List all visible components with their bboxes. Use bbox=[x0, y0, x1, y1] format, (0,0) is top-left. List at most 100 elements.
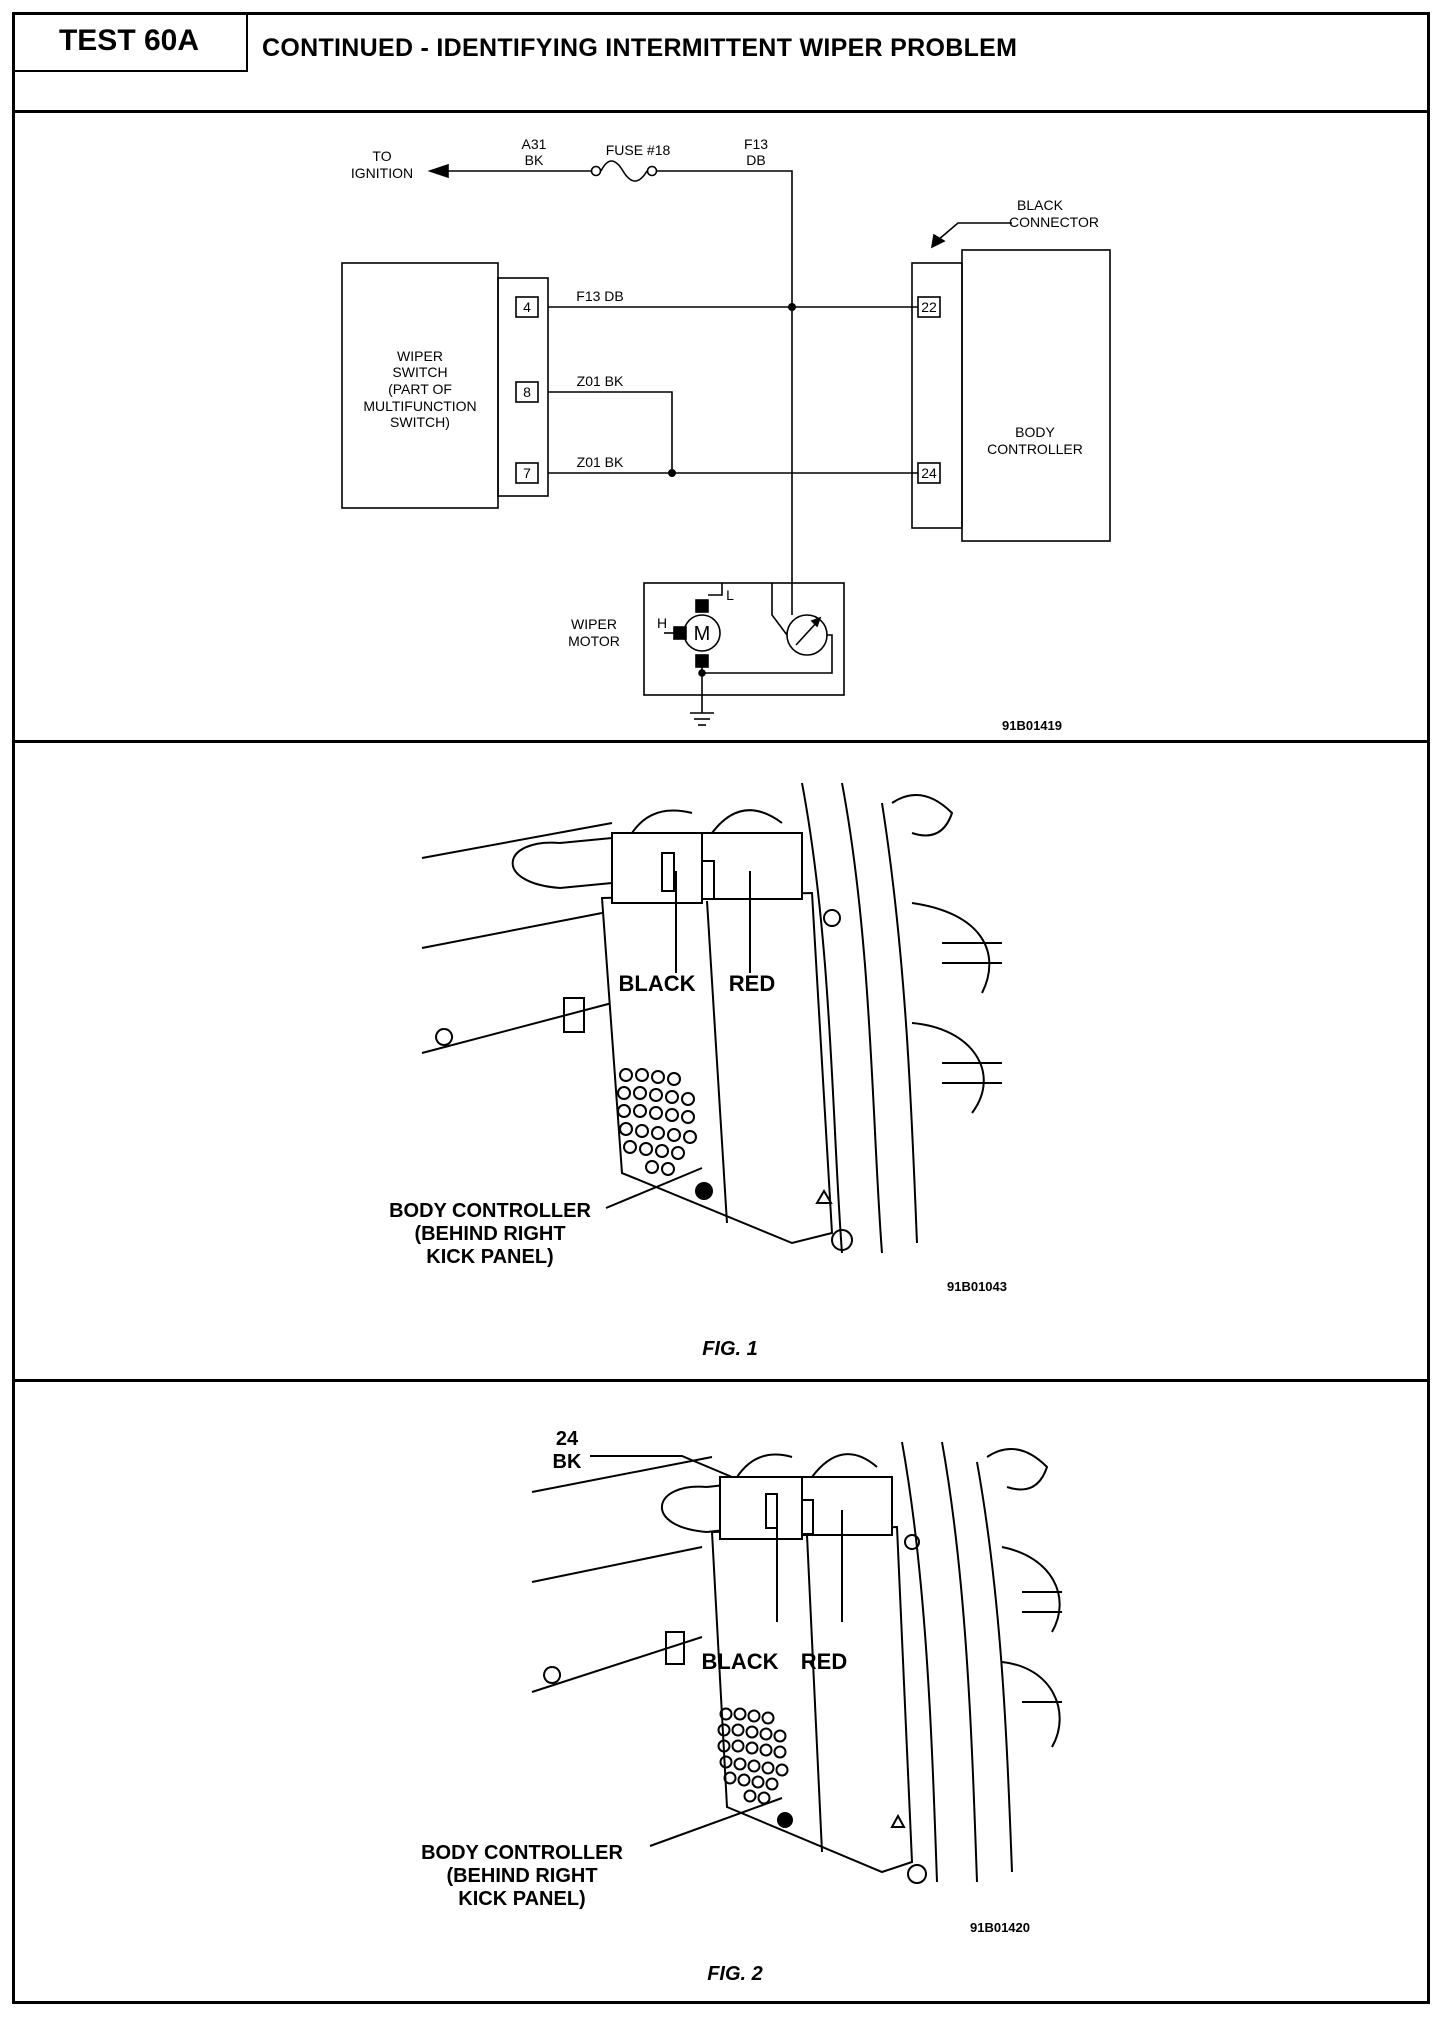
fig2-wire-color: BK bbox=[553, 1451, 582, 1473]
black-connector-latch bbox=[661, 852, 675, 892]
page-frame bbox=[12, 12, 1430, 2004]
pillar-harness bbox=[901, 1441, 1013, 1883]
motor-l-label: L bbox=[726, 587, 734, 603]
page-title: CONTINUED - IDENTIFYING INTERMITTENT WIP… bbox=[262, 34, 1018, 62]
black-connector-leader bbox=[937, 222, 1012, 241]
housing-arrow-mark bbox=[890, 1813, 906, 1828]
park-switch-loop bbox=[771, 583, 788, 636]
fig1-caption: FIG. 1 bbox=[702, 1338, 758, 1360]
wire-24-bk-leader bbox=[590, 1455, 733, 1478]
motor-symbol-label: M bbox=[694, 623, 711, 645]
wiper-motor-label-2: MOTOR bbox=[568, 633, 620, 649]
fuse-terminal-right bbox=[646, 165, 658, 177]
switch-pin-4: 4 bbox=[523, 299, 531, 315]
switch-pin-4-box bbox=[515, 296, 539, 318]
black-connector-shape bbox=[719, 1476, 803, 1540]
kick-panel-curves bbox=[1001, 1546, 1061, 1748]
body-controller-connector bbox=[911, 262, 963, 529]
kick-panel-ribs bbox=[942, 942, 1002, 1084]
divider-header bbox=[12, 110, 1430, 113]
motor-brush-ground bbox=[695, 654, 709, 668]
controller-pin-24: 24 bbox=[921, 465, 937, 481]
divider-schematic bbox=[12, 740, 1430, 743]
park-switch-contact bbox=[795, 620, 819, 646]
fig2-panel: 24 BK BLACK RED BODY CONTROLLER (BEHIND … bbox=[12, 1382, 1430, 2000]
fig1-black-label: BLACK bbox=[619, 971, 696, 996]
red-connector-latch bbox=[701, 860, 715, 900]
wiring-schematic: TO IGNITION A31 BK FUSE #18 F13 DB BLACK… bbox=[341, 136, 1111, 733]
divider-fig1 bbox=[12, 1379, 1430, 1382]
switch-pin-7-box bbox=[515, 462, 539, 484]
body-controller-housing bbox=[710, 1525, 914, 1874]
fig1-callout-3: KICK PANEL) bbox=[426, 1246, 553, 1268]
switch-pin-8-box bbox=[515, 381, 539, 403]
duct-end bbox=[660, 1485, 708, 1533]
wiper-switch-label-4: MULTIFUNCTION bbox=[363, 398, 476, 414]
kick-panel-ribs bbox=[1022, 1591, 1062, 1703]
controller-dot-marker bbox=[695, 1182, 713, 1200]
wiper-switch-label-1: WIPER bbox=[397, 348, 443, 364]
splice-f13 bbox=[787, 303, 796, 312]
switch-pin-7: 7 bbox=[523, 465, 531, 481]
fig1-red-label: RED bbox=[729, 971, 775, 996]
duct-body bbox=[559, 837, 613, 889]
housing-seam bbox=[706, 900, 728, 1224]
harness-clip bbox=[891, 794, 954, 837]
kick-panel-curves bbox=[911, 902, 991, 1114]
harness-clip bbox=[986, 1448, 1049, 1491]
wire-f13-vertical bbox=[657, 170, 793, 583]
wire-f13-top-label: F13 bbox=[744, 136, 768, 152]
dash-grommet bbox=[435, 1028, 453, 1046]
wire-f13-top-color: DB bbox=[746, 152, 765, 168]
fig2-black-label: BLACK bbox=[702, 1649, 779, 1674]
red-connector-shape bbox=[801, 1476, 893, 1536]
mount-bolt-bottom bbox=[907, 1864, 927, 1884]
body-controller-label-2: CONTROLLER bbox=[987, 441, 1083, 457]
black-connector-label-1: BLACK bbox=[1017, 197, 1064, 213]
fig2-callout-1: BODY CONTROLLER bbox=[421, 1842, 623, 1864]
fig1-callout-2: (BEHIND RIGHT bbox=[414, 1223, 565, 1245]
schematic-ref: 91B01419 bbox=[1002, 718, 1062, 733]
fig2-illustration: 24 BK BLACK RED BODY CONTROLLER (BEHIND … bbox=[421, 1428, 1062, 1985]
fuse-label: FUSE #18 bbox=[606, 142, 671, 158]
black-connector-label-2: CONNECTOR bbox=[1009, 214, 1099, 230]
body-controller-leader bbox=[605, 1167, 703, 1209]
fig2-red-label: RED bbox=[801, 1649, 847, 1674]
fig1-callout-1: BODY CONTROLLER bbox=[389, 1200, 591, 1222]
controller-dot-marker bbox=[777, 1812, 793, 1828]
connector-wires bbox=[631, 809, 783, 834]
black-connector-arrow bbox=[930, 233, 946, 249]
wiring-schematic-panel: TO IGNITION A31 BK FUSE #18 F13 DB BLACK… bbox=[12, 113, 1430, 740]
fig2-ref: 91B01420 bbox=[970, 1920, 1030, 1935]
wiper-motor-label-1: WIPER bbox=[571, 616, 617, 632]
mount-bolt-bottom bbox=[831, 1229, 853, 1251]
wiper-motor-box bbox=[643, 582, 845, 696]
wire-a31-color: BK bbox=[525, 152, 544, 168]
mount-bolt-top bbox=[823, 909, 841, 927]
controller-pin-22: 22 bbox=[921, 299, 937, 315]
park-switch-circle bbox=[786, 614, 828, 656]
switch-pin-8: 8 bbox=[523, 384, 531, 400]
body-controller-leader bbox=[649, 1797, 783, 1847]
motor-l-lead bbox=[708, 583, 723, 596]
fig2-callout-3: KICK PANEL) bbox=[458, 1888, 585, 1910]
dash-lines bbox=[531, 1456, 713, 1693]
wire-f13-label: F13 DB bbox=[576, 288, 623, 304]
body-controller-box bbox=[961, 249, 1111, 542]
housing-seam bbox=[806, 1534, 823, 1853]
motor-brush-h bbox=[673, 626, 687, 640]
fig2-caption: FIG. 2 bbox=[707, 1963, 763, 1985]
wiper-switch-label-5: SWITCH) bbox=[390, 414, 450, 430]
dash-lines bbox=[421, 822, 613, 1054]
to-ignition-label-2: IGNITION bbox=[351, 165, 413, 181]
dash-bracket bbox=[563, 997, 585, 1033]
red-connector-latch bbox=[801, 1499, 814, 1535]
wiper-switch-label-3: (PART OF bbox=[388, 381, 452, 397]
dash-bracket bbox=[665, 1631, 685, 1665]
wire-a31-label: A31 bbox=[522, 136, 547, 152]
fig1-illustration: BLACK RED BODY CONTROLLER (BEHIND RIGHT … bbox=[389, 782, 1007, 1360]
vent-holes bbox=[617, 1068, 697, 1176]
mount-bolt-top bbox=[904, 1534, 920, 1550]
to-ignition-label-1: TO bbox=[372, 148, 391, 164]
fig2-callout-2: (BEHIND RIGHT bbox=[446, 1865, 597, 1887]
